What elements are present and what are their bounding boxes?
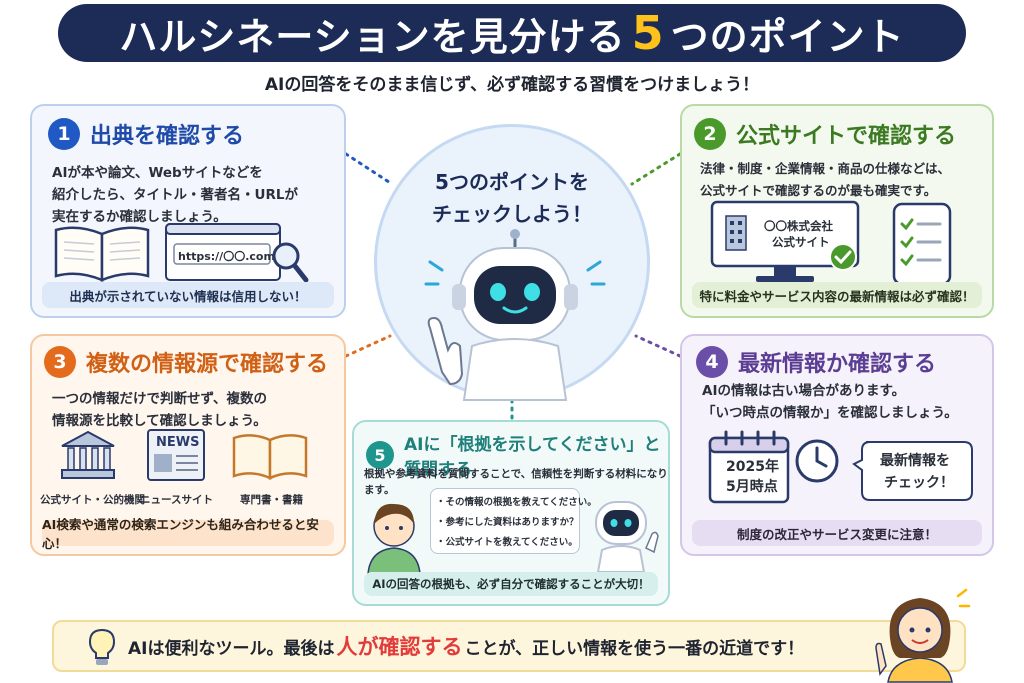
book-icon	[54, 226, 150, 282]
clock-icon	[795, 439, 839, 483]
card-4-line-2: 「いつ時点の情報か」を確認しましょう。	[702, 405, 958, 421]
bottom-pre: AIは便利なツール。最後は	[128, 638, 335, 659]
center-heading: 5つのポイントを チェックしよう！	[374, 166, 650, 230]
card-2-heading: 2 公式サイトで確認する	[694, 118, 956, 150]
screen-official-label: 公式サイト	[772, 235, 830, 249]
card-4-footer: 制度の改正やサービス変更に注意！	[692, 520, 982, 546]
bank-icon	[61, 430, 115, 479]
card-1-url: https://〇〇.com	[178, 250, 275, 263]
card-1-line-1: AIが本や論文、Webサイトなどを	[52, 165, 263, 181]
speech-bubble-icon	[852, 441, 973, 501]
question-2: ・参考にした資料はありますか？	[436, 517, 579, 528]
card-1-line-2: 紹介したら、タイトル・著者名・URLが	[52, 187, 298, 203]
monitor-icon	[710, 200, 860, 282]
card-4-body: AIの情報は古い場合があります。 「いつ時点の情報か」を確認しましょう。	[702, 380, 958, 424]
small-robot-icon	[595, 501, 659, 573]
card-1-line-3: 実在するか確認しましょう。	[52, 209, 227, 225]
card-4-title: 最新情報か確認する	[738, 352, 937, 377]
card-5-title: AIに「根拠を示してください」と質問する	[404, 435, 661, 480]
card-3-line-1: 一つの情報だけで判断せず、複数の	[52, 391, 268, 407]
calendar-icon	[708, 430, 790, 504]
card-official-site: 2 公式サイトで確認する 法律・制度・企業情報・商品の仕様などは、 公式サイトで…	[680, 104, 994, 318]
card-5-footer: AIの回答の根拠も、必ず自分で確認することが大切！	[364, 572, 658, 596]
source-label-official: 公式サイト・公的機関	[40, 494, 145, 506]
card-2-line-2: 公式サイトで確認するのが最も確実です。	[700, 183, 937, 198]
bubble-line-2: チェック！	[884, 475, 954, 491]
card-1-title: 出典を確認する	[90, 124, 245, 149]
center-line-2: チェックしよう！	[432, 202, 592, 226]
card-3-number: 3	[44, 346, 76, 378]
robot-icon	[424, 229, 606, 401]
card-4-number: 4	[696, 346, 728, 378]
person-icon	[367, 503, 421, 575]
question-1: ・その情報の根拠を教えてください。	[436, 497, 597, 508]
card-latest-info: 4 最新情報か確認する AIの情報は古い場合があります。 「いつ時点の情報か」を…	[680, 334, 994, 556]
check-icon	[829, 243, 857, 271]
question-bubble	[430, 488, 580, 554]
card-2-body: 法律・制度・企業情報・商品の仕様などは、 公式サイトで確認するのが最も確実です。	[700, 158, 950, 202]
card-4-heading: 4 最新情報か確認する	[696, 346, 936, 378]
card-1-heading: 1 出典を確認する	[48, 118, 244, 150]
card-2-line-1: 法律・制度・企業情報・商品の仕様などは、	[700, 161, 951, 176]
card-1-body: AIが本や論文、Webサイトなどを 紹介したら、タイトル・著者名・URLが 実在…	[52, 162, 298, 228]
bottom-accent: 人が確認する	[336, 635, 463, 659]
browser-icon	[165, 223, 281, 281]
magnifier-icon	[272, 242, 309, 283]
smartphone-icon	[892, 202, 952, 286]
bottom-message: AIは便利なツール。最後は人が確認することが、正しい情報を使う一番の近道です！	[52, 620, 966, 672]
card-2-number: 2	[694, 118, 726, 150]
card-1-footer: 出典が示されていない情報は信用しない！	[42, 282, 334, 308]
card-3-heading: 3 複数の情報源で確認する	[44, 346, 328, 378]
card-3-line-2: 情報源を比較して確認しましょう。	[52, 413, 267, 429]
center-line-1: 5つのポイントを	[435, 170, 589, 194]
screen-company-name: 〇〇株式会社	[764, 219, 833, 233]
calendar-year: 2025年	[726, 459, 779, 475]
source-label-books: 専門書・書籍	[240, 494, 303, 506]
card-1-number: 1	[48, 118, 80, 150]
source-label-news: ニュースサイト	[140, 494, 213, 506]
card-4-line-1: AIの情報は古い場合があります。	[702, 383, 906, 399]
woman-icon	[875, 588, 971, 683]
subtitle: AIの回答をそのまま信じず、必ず確認する習慣をつけましょう！	[264, 75, 760, 95]
card-5-heading: 5 AIに「根拠を示してください」と質問する	[366, 430, 668, 480]
calendar-date: 5月時点	[726, 479, 778, 495]
card-source-check: 1 出典を確認する AIが本や論文、Webサイトなどを 紹介したら、タイトル・著…	[30, 104, 346, 318]
title-pre: ハルシネーションを見分ける	[119, 14, 626, 59]
bubble-line-1: 最新情報を	[880, 453, 950, 469]
card-ask-evidence: 5 AIに「根拠を示してください」と質問する 根拠や参考資料を質問することで、信…	[352, 420, 670, 606]
card-5-body: 根拠や参考資料を質問することで、信頼性を判断する材料になります。	[364, 468, 668, 496]
newspaper-icon	[147, 429, 205, 481]
card-multiple-sources: 3 複数の情報源で確認する 一つの情報だけで判断せず、複数の 情報源を比較して確…	[30, 334, 346, 556]
card-2-title: 公式サイトで確認する	[736, 124, 957, 149]
card-2-footer: 特に料金やサービス内容の最新情報は必ず確認！	[692, 282, 982, 308]
card-3-footer: AI検索や通常の検索エンジンも組み合わせると安心！	[42, 517, 334, 551]
open-book-icon	[232, 434, 308, 480]
news-label: NEWS	[156, 435, 200, 450]
bottom-post: ことが、正しい情報を使う一番の近道です！	[464, 638, 805, 659]
card-3-title: 複数の情報源で確認する	[86, 352, 329, 377]
building-icon	[725, 215, 747, 251]
card-5-number: 5	[366, 441, 394, 469]
question-3: ・公式サイトを教えてください。	[436, 537, 578, 548]
title-accent: 5	[631, 6, 665, 60]
title-post: つのポイント	[670, 14, 905, 59]
card-3-body: 一つの情報だけで判断せず、複数の 情報源を比較して確認しましょう。	[52, 388, 267, 432]
lightbulb-icon	[88, 628, 116, 665]
